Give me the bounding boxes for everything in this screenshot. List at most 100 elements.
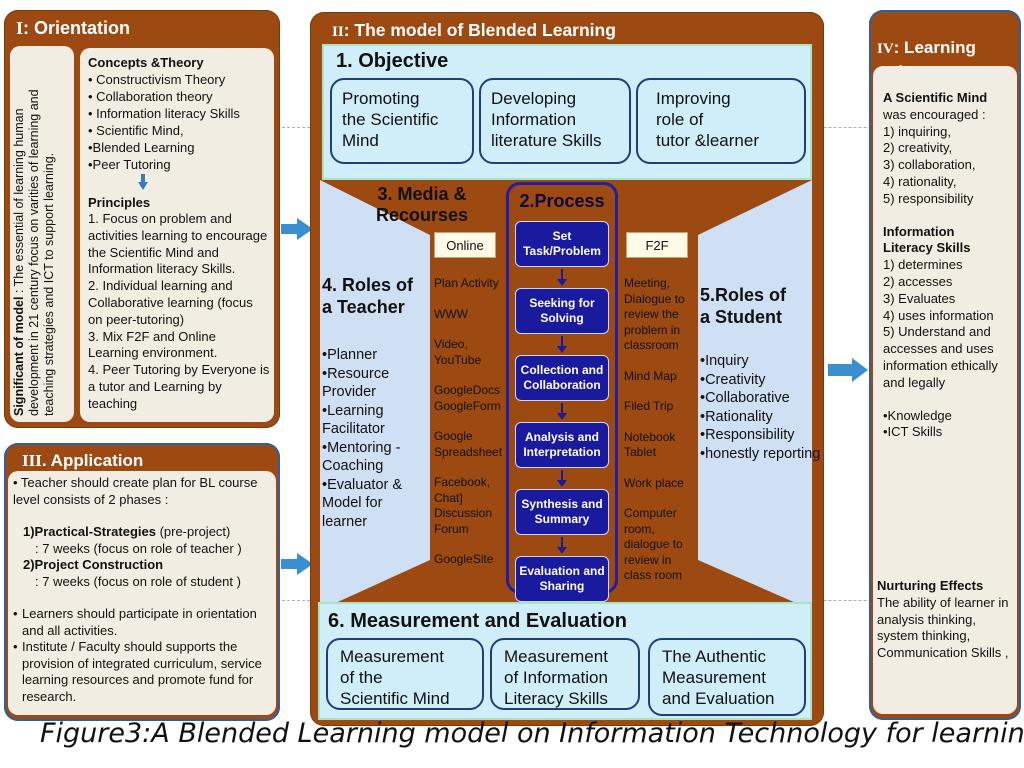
orientation-significance-box: Significant of model : The essential of … (10, 46, 74, 422)
extra-items: •Knowledge•ICT Skills (883, 408, 1011, 442)
online-resource-item: GoogleDocs GoogleForm (434, 383, 501, 413)
teacher-role-item: •Mentoring - Coaching (322, 439, 401, 475)
online-resource-item: Plan Activity (434, 276, 499, 290)
objective-box: Developing Information literature Skills (479, 78, 631, 164)
orientation-concepts-box: Concepts &Theory • Constructivism Theory… (80, 48, 274, 422)
f2f-resource-item: Filed Trip (624, 399, 674, 413)
measurement-title: 6. Measurement and Evaluation (328, 610, 627, 632)
down-arrow-icon (557, 336, 567, 353)
process-step: Set Task/Problem (515, 221, 609, 267)
concept-item: • Constructivism Theory (88, 72, 226, 87)
down-arrow-icon (557, 537, 567, 554)
sci-item: 4) rationality, (883, 173, 957, 189)
application-bullet: • Institute / Faculty should supports the… (13, 639, 271, 705)
process-step: Synthesis and Summary (515, 489, 609, 535)
student-roles-list: •Inquiry •Creativity •Collaborative •Ration… (700, 352, 840, 463)
measurement-box: Measurement of Information Literacy Skil… (490, 638, 640, 710)
online-label: Online (434, 232, 496, 258)
measurement-box: Measurement of the Scientific Mind (326, 638, 484, 710)
info-title: Information Literacy Skills (883, 223, 971, 256)
teacher-role-item: •Resource Provider (322, 365, 390, 401)
phase-1: 1)Practical-Strategies (pre-project) (23, 524, 231, 539)
info-item: 1) determines (883, 257, 963, 273)
concept-item: •Peer Tutoring (88, 157, 171, 172)
principle-item: 2. Individual learning and Collaborative… (88, 278, 253, 327)
phase-2: 2)Project Construction (23, 557, 164, 572)
sci-intro: was encouraged : (883, 106, 986, 122)
sci-item: 5) responsibility (883, 190, 974, 206)
process-step: Evaluation and Sharing (515, 556, 609, 602)
bullet-text: Institute / Faculty should supports the … (22, 639, 262, 704)
student-role-item: •Responsibility (700, 427, 795, 443)
objective-section: 1. Objective Promoting the Scientific Mi… (322, 44, 812, 180)
student-role-item: •honestly reporting (700, 445, 821, 462)
nurturing-block: Nurturing Effects The ability of learner… (877, 578, 1017, 662)
principle-item: 1. Focus on problem and activities learn… (88, 211, 268, 277)
sci-item: 1) inquiring, (883, 123, 951, 139)
teacher-roles-list: •Planner•Resource Provider•Learning Faci… (322, 346, 426, 531)
principles-list: 1. Focus on problem and activities learn… (88, 211, 270, 413)
teacher-title: 4. Roles of a Teacher (322, 275, 414, 317)
f2f-resource-item: Computer room, dialogue to review in cla… (624, 506, 683, 582)
objective-title: 1. Objective (336, 50, 449, 72)
concept-item: • Information literacy Skills (88, 106, 240, 121)
process-step: Analysis and Interpretation (515, 422, 609, 468)
orientation-panel: I: Orientation Significant of model : Th… (4, 10, 280, 428)
objective-box: Promoting the Scientific Mind (330, 78, 474, 164)
info-item: 4) uses information (883, 307, 994, 323)
outcomes-body: A Scientific Mind was encouraged : 1) in… (873, 66, 1017, 714)
concept-item: •Blended Learning (88, 140, 195, 155)
measurement-box: The Authentic Measurement and Evaluation (648, 638, 806, 716)
online-resource-item: Facebook, Chat] Discussion Forum (434, 475, 493, 536)
model-panel: II: The model of Blended Learning 1. Obj… (310, 12, 824, 726)
down-arrow-icon (557, 403, 567, 420)
student-role-item: •Inquiry (700, 353, 749, 369)
concept-item: • Collaboration theory (88, 89, 213, 104)
online-resource-item: WWW (434, 306, 468, 321)
bullet-dot: • (13, 639, 18, 654)
bullet-text: Learners should participate in orientati… (22, 606, 257, 638)
f2f-resource-item: Notebook Tablet (624, 429, 676, 460)
principle-item: 4. Peer Tutoring by Everyone is a tutor … (88, 362, 270, 411)
application-bullets: • Learners should participate in orientat… (13, 606, 271, 705)
student-role-item: •Collaborative (700, 390, 790, 406)
application-header: III. Application (22, 451, 144, 470)
sci-item: 3) collaboration, (883, 157, 976, 173)
application-body: • Teacher should create plan for BL cour… (8, 471, 276, 715)
sci-item: 2) creativity, (883, 140, 953, 156)
student-title: 5.Roles of a Student (700, 285, 787, 327)
objective-box: Improving role of tutor &learner (636, 78, 806, 164)
teacher-role-item: •Evaluator & Model for learner (322, 476, 403, 530)
extra-item: •ICT Skills (883, 424, 943, 440)
nurturing-title: Nurturing Effects (877, 578, 984, 593)
f2f-label: F2F (626, 232, 688, 258)
significance-text: Significant of model : The essential of … (12, 89, 56, 416)
teacher-wing (320, 180, 430, 610)
student-wing (698, 180, 812, 610)
orientation-header: I: Orientation (16, 18, 131, 38)
concepts-title: Concepts &Theory (88, 55, 204, 70)
extra-item: •Knowledge (883, 407, 952, 423)
figure-caption: Figure3:A Blended Learning model on Info… (40, 718, 1024, 749)
concepts-list: • Constructivism Theory • Collaboration t… (88, 71, 266, 173)
student-role-item: •Creativity (700, 371, 766, 388)
principles-title: Principles (88, 195, 151, 210)
f2f-resource-item: Mind Map (624, 368, 677, 383)
online-resource-item: Video, YouTube (434, 337, 482, 367)
sci-items: 1) inquiring,2) creativity,3) collaborat… (883, 124, 1011, 208)
process-step: Seeking for Solving (515, 288, 609, 334)
f2f-resource-item: Work place (624, 475, 684, 490)
info-item: 5) Understand and accesses and uses info… (883, 324, 998, 390)
student-role-item: •Rationality (700, 408, 773, 425)
teacher-role-item: •Learning Facilitator (322, 402, 385, 438)
online-resource-item: Google Spreadsheet (434, 429, 503, 459)
application-panel: III. Application • Teacher should create… (4, 443, 280, 721)
nurturing-text: The ability of learner in analysis think… (877, 594, 1009, 661)
phase-1-detail: : 7 weeks (focus on role of teacher ) (35, 540, 242, 556)
media-title: 3. Media & Recourses (376, 184, 469, 225)
application-bullet: •Learners should participate in orientat… (13, 606, 271, 639)
online-resource-item: GoogleSite (434, 552, 494, 566)
down-arrow-icon (557, 269, 567, 286)
